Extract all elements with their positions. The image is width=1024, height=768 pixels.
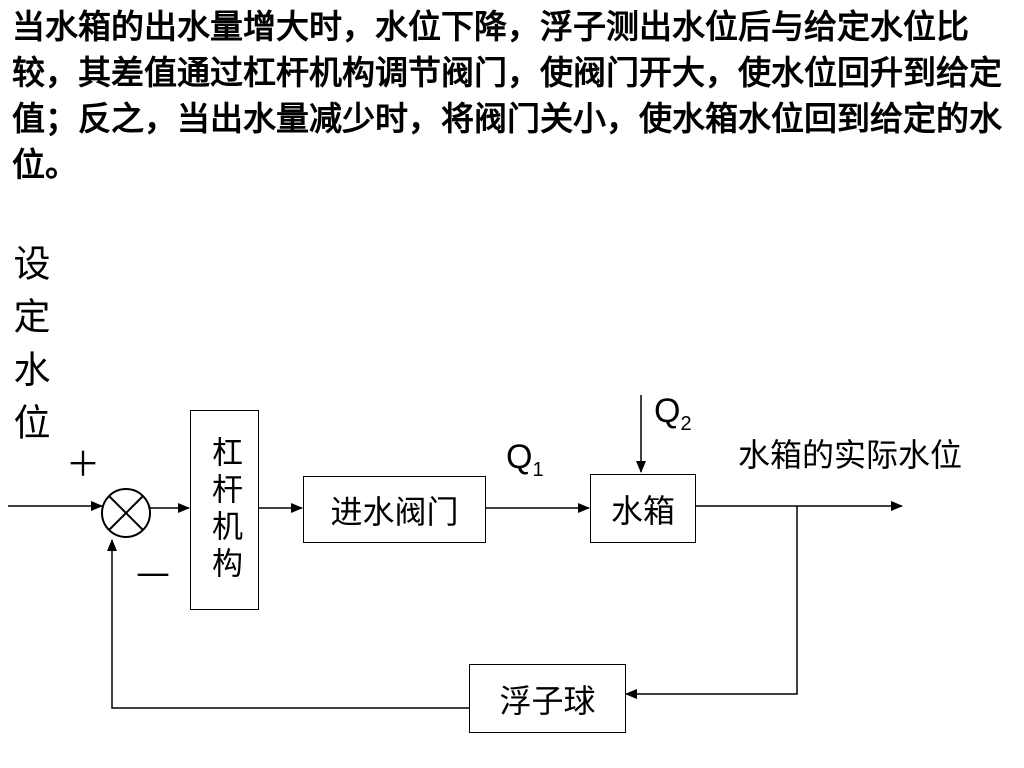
minus-sign: —	[136, 553, 170, 593]
lever-mechanism-block: 杠杆机构	[190, 410, 259, 610]
output-label: 水箱的实际水位	[738, 436, 963, 474]
inlet-valve-block: 进水阀门	[303, 476, 486, 543]
description-paragraph: 当水箱的出水量增大时，水位下降，浮子测出水位后与给定水位比较，其差值通过杠杆机构…	[12, 7, 1002, 184]
water-tank-label: 水箱	[610, 491, 675, 530]
water-tank-block: 水箱	[590, 474, 696, 543]
setpoint-label: 设定水位	[7, 244, 50, 456]
float-to-junction-line	[107, 539, 469, 709]
float-ball-label: 浮子球	[499, 681, 596, 720]
q1-label: Q1	[506, 438, 544, 481]
q2-label: Q2	[654, 392, 692, 435]
summing-junction	[101, 488, 151, 538]
inlet-valve-label: 进水阀门	[330, 492, 459, 531]
float-ball-block: 浮子球	[469, 664, 626, 733]
lever-mechanism-label: 杠杆机构	[206, 436, 242, 584]
plus-sign: ＋	[66, 445, 100, 485]
feedback-to-float-line	[625, 506, 798, 699]
